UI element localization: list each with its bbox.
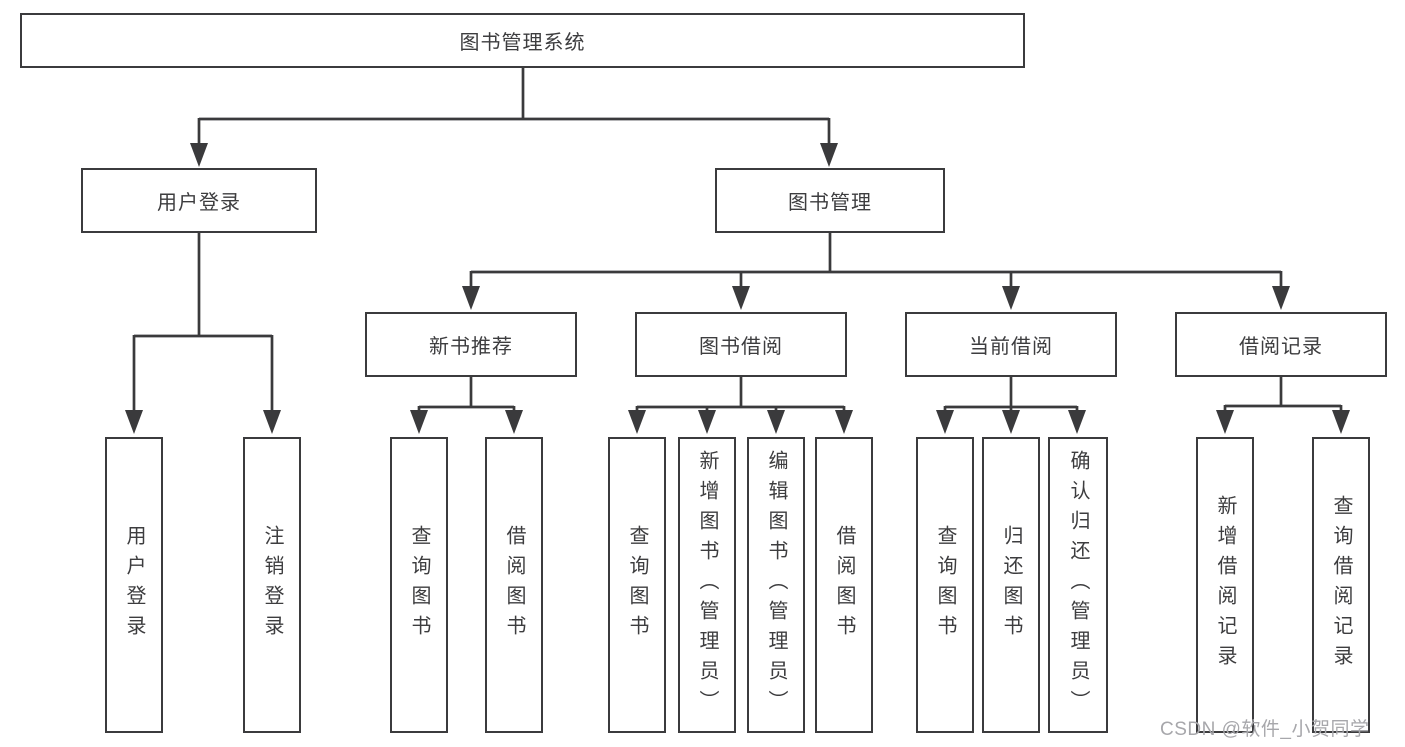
node-leaf-edit-book-admin: 编辑图书（管理员） — [747, 437, 805, 733]
node-root-system: 图书管理系统 — [20, 13, 1025, 68]
node-leaf-current-query-book: 查询图书 — [916, 437, 974, 733]
node-leaf-user-login: 用户登录 — [105, 437, 163, 733]
node-leaf-return-book: 归还图书 — [982, 437, 1040, 733]
connector-new-book-children — [417, 377, 516, 412]
node-leaf-recommend-query-book: 查询图书 — [390, 437, 448, 733]
connector-root-to-level2 — [197, 68, 831, 146]
node-user-login: 用户登录 — [81, 168, 317, 233]
csdn-watermark: CSDN @软件_小贺同学 — [1160, 719, 1370, 740]
connector-book-borrow-children — [635, 377, 846, 412]
node-leaf-recommend-borrow-book: 借阅图书 — [485, 437, 543, 733]
node-leaf-borrow-query-book: 查询图书 — [608, 437, 666, 733]
node-leaf-query-borrow-record: 查询借阅记录 — [1312, 437, 1370, 733]
node-leaf-confirm-return-admin: 确认归还（管理员） — [1048, 437, 1108, 733]
connector-book-mgmt-to-level3 — [469, 233, 1283, 289]
connector-borrow-record-children — [1223, 377, 1343, 412]
connector-user-login-children — [132, 233, 274, 412]
node-new-book-recommend: 新书推荐 — [365, 312, 577, 377]
node-leaf-add-book-admin: 新增图书（管理员） — [678, 437, 736, 733]
node-book-borrow: 图书借阅 — [635, 312, 847, 377]
connector-current-borrow-children — [943, 377, 1079, 412]
node-leaf-borrow-book: 借阅图书 — [815, 437, 873, 733]
node-current-borrow: 当前借阅 — [905, 312, 1117, 377]
node-leaf-logout: 注销登录 — [243, 437, 301, 733]
node-leaf-add-borrow-record: 新增借阅记录 — [1196, 437, 1254, 733]
node-borrow-records: 借阅记录 — [1175, 312, 1387, 377]
node-book-management: 图书管理 — [715, 168, 945, 233]
arrow-down-icons — [125, 143, 1350, 434]
connector-lines — [132, 68, 1343, 412]
